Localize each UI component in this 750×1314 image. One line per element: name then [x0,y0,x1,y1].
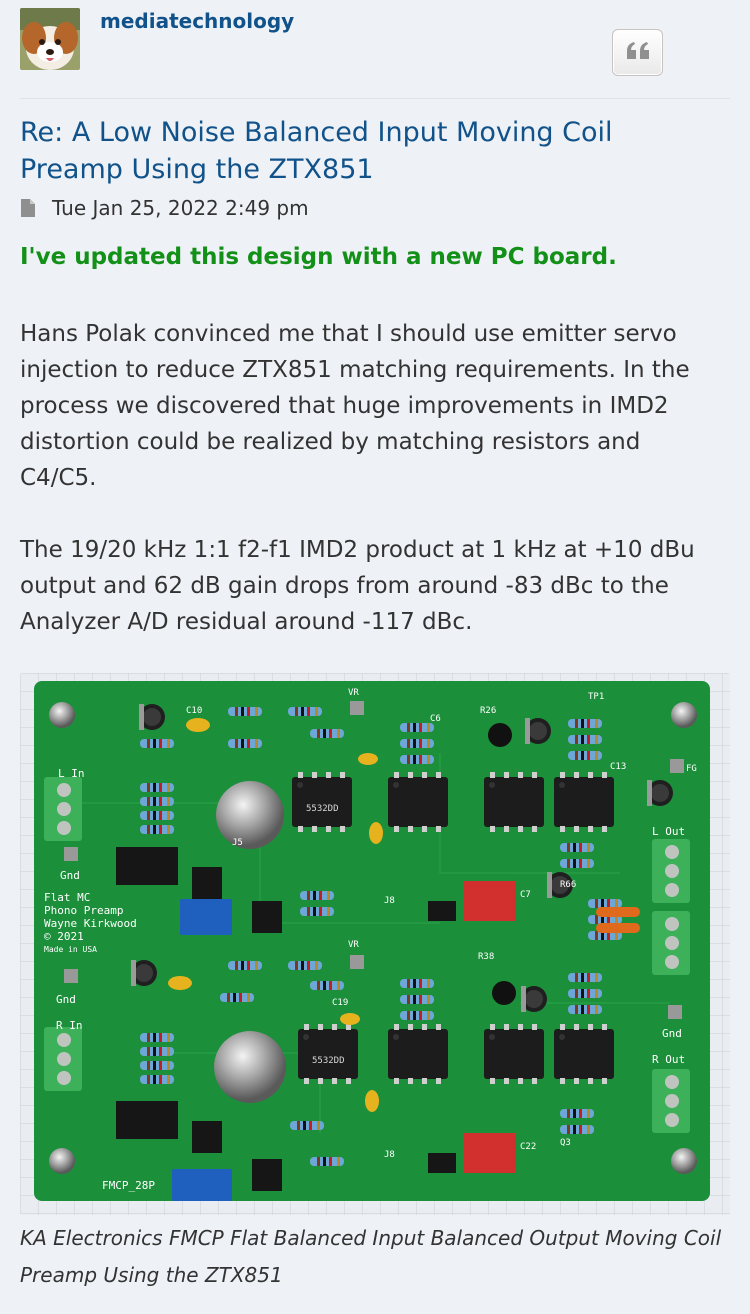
post-date: Tue Jan 25, 2022 2:49 pm [52,196,309,220]
post-title[interactable]: Re: A Low Noise Balanced Input Moving Co… [20,117,613,185]
post-author[interactable]: mediatechnology [100,9,295,33]
post-divider [20,98,730,99]
board-silkscreen-line: Phono Preamp [44,904,123,917]
board-id: FMCP_28P [102,1179,155,1192]
quote-button[interactable] [612,29,663,76]
board-label-r-in: R In [56,1019,83,1032]
pcb-photo[interactable]: 5532DD 5532DD [20,673,730,1215]
board-label-gnd: Gnd [662,1027,682,1040]
board-ref: R38 [478,952,494,962]
board-label-gnd: Gnd [56,993,76,1006]
board-label-r-out: R Out [652,1053,685,1066]
board-silkscreen-line: Made in USA [44,945,97,954]
board-ref: C19 [332,998,348,1008]
board-silkscreen-line: © 2021 [44,930,84,943]
board-silkscreen-line: Flat MC [44,891,90,904]
svg-text:5532DD: 5532DD [306,804,339,814]
board-ref: R26 [480,706,496,716]
board-ref: J5 [232,838,243,848]
board-ref: Q3 [560,1138,571,1148]
board-ref: FG [686,764,697,774]
board-ref: VR [348,688,359,698]
board-ref: VR [348,940,359,950]
board-ref: C10 [186,706,202,716]
board-ref: TP1 [588,692,604,702]
board-label-l-in: L In [58,767,85,780]
board-ref: R66 [560,880,576,890]
document-icon [20,198,36,218]
board-ref: C13 [610,762,626,772]
board-label-gnd: Gnd [60,869,80,882]
post-paragraph: The 19/20 kHz 1:1 f2-f1 IMD2 product at … [20,537,695,635]
board-label-l-out: L Out [652,825,685,838]
board-ref: C6 [430,714,441,724]
post-lead-text: I've updated this design with a new PC b… [20,244,617,270]
quote-icon [625,41,651,65]
board-ref: C22 [520,1142,536,1152]
post-paragraph: Hans Polak convinced me that I should us… [20,321,690,491]
avatar[interactable] [20,8,80,70]
board-ref: J8 [384,1150,395,1160]
figure-caption: KA Electronics FMCP Flat Balanced Input … [20,1226,722,1287]
svg-text:5532DD: 5532DD [312,1056,345,1066]
post-meta: Tue Jan 25, 2022 2:49 pm [20,194,309,222]
board-ref: C7 [520,890,531,900]
board-silkscreen-line: Wayne Kirkwood [44,917,137,930]
board-ref: J8 [384,896,395,906]
